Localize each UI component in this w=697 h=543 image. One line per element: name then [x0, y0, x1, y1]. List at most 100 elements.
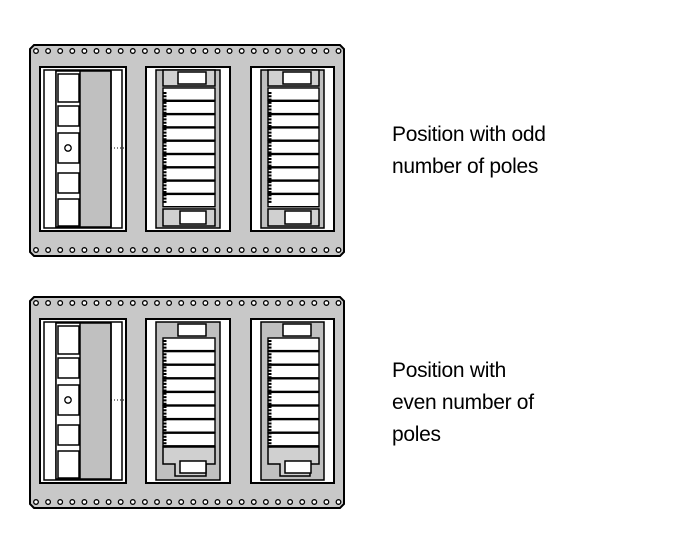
- rail-hole-top: [154, 48, 160, 54]
- interface-module: [43, 321, 128, 481]
- rail-hole-bottom: [69, 499, 76, 505]
- pole-stack: [260, 321, 325, 481]
- rail-hole-bottom: [117, 499, 124, 505]
- interface-terminal-block: [57, 424, 80, 446]
- rail-hole-bottom: [335, 247, 342, 253]
- rail-hole-top: [226, 300, 233, 306]
- rail-hole-bottom: [45, 247, 52, 253]
- rail-hole-top: [238, 48, 245, 54]
- rail-hole-top: [154, 300, 160, 306]
- rail-hole-top: [129, 300, 136, 306]
- rail-hole-bottom: [105, 499, 112, 505]
- rail-hole-top: [81, 48, 88, 54]
- rail-hole-top: [93, 48, 100, 54]
- rail-hole-top: [129, 48, 136, 54]
- rail-hole-bottom: [154, 247, 160, 253]
- rail-hole-bottom: [93, 247, 100, 253]
- rail-hole-bottom: [57, 247, 64, 253]
- pole-unit: [162, 350, 216, 365]
- panel-odd-poles: [29, 44, 345, 257]
- rail-hole-bottom: [81, 499, 88, 505]
- rail-hole-bottom: [154, 499, 160, 505]
- rail-hole-top: [250, 48, 257, 54]
- rail-hole-top: [57, 300, 64, 306]
- pole-stack: [260, 69, 325, 229]
- caption-even-line-3: poles: [392, 423, 441, 446]
- interface-screw-icon: [64, 144, 72, 152]
- caption-even-line-1: Position with: [392, 359, 506, 382]
- rail-hole-top: [335, 300, 342, 306]
- pole-unit: [162, 418, 216, 433]
- rail-hole-top: [105, 48, 112, 54]
- pole-unit: [267, 87, 320, 102]
- pole-unit: [267, 127, 320, 141]
- rail-hole-top: [166, 300, 173, 306]
- rail-hole-bottom: [190, 247, 197, 253]
- pole-stack: [155, 69, 221, 229]
- rail-hole-top: [299, 48, 306, 54]
- rail-hole-top: [166, 48, 173, 54]
- rail-hole-bottom: [323, 499, 330, 505]
- pole-unit: [267, 432, 320, 447]
- caption-odd-line-2: number of poles: [392, 155, 539, 178]
- rail-hole-bottom: [275, 499, 281, 505]
- pole-unit: [267, 337, 320, 352]
- pole-unit: [267, 167, 320, 181]
- rail-hole-bottom: [299, 247, 306, 253]
- pole-top-tab: [177, 323, 207, 337]
- rail-hole-bottom: [81, 247, 88, 253]
- pole-unit: [162, 405, 216, 420]
- rail-hole-top: [45, 300, 52, 306]
- rail-hole-top: [214, 300, 221, 306]
- rail-hole-bottom: [129, 499, 136, 505]
- rail-hole-top: [141, 300, 148, 306]
- pole-unit: [267, 405, 320, 420]
- rail-hole-top: [57, 48, 64, 54]
- interface-terminal-block: [57, 357, 80, 379]
- pole-bottom-tab: [179, 460, 207, 474]
- rail-hole-top: [117, 300, 124, 306]
- rail-hole-bottom: [287, 499, 294, 505]
- rail-hole-top: [33, 300, 39, 306]
- pole-unit: [267, 140, 320, 155]
- rail-hole-top: [238, 300, 245, 306]
- rail-hole-bottom: [33, 247, 39, 253]
- pole-unit: [267, 113, 320, 128]
- pole-unit: [162, 140, 216, 155]
- pole-unit: [267, 364, 320, 379]
- pole-bottom-tab: [284, 210, 312, 225]
- rail-hole-bottom: [250, 247, 257, 253]
- rail-hole-top: [81, 300, 88, 306]
- rail-hole-top: [287, 48, 294, 54]
- rail-hole-top: [262, 300, 269, 306]
- rail-hole-top: [323, 300, 330, 306]
- rail-hole-top: [33, 48, 39, 54]
- rail-hole-bottom: [311, 499, 318, 505]
- pole-unit: [162, 432, 216, 447]
- rail-hole-top: [93, 300, 100, 306]
- rail-hole-bottom: [166, 499, 173, 505]
- pole-bottom-tab: [284, 460, 312, 474]
- pole-unit: [162, 153, 216, 168]
- rail-hole-bottom: [287, 247, 294, 253]
- pole-unit: [267, 378, 320, 393]
- pole-unit: [162, 391, 216, 406]
- rail-hole-top: [335, 48, 342, 54]
- rail-hole-top: [275, 300, 281, 306]
- pole-unit: [162, 378, 216, 393]
- caption-even-line-2: even number of: [392, 391, 534, 414]
- rail-hole-bottom: [45, 499, 52, 505]
- rail-hole-top: [202, 300, 209, 306]
- pole-top-tab: [282, 71, 312, 85]
- pole-unit: [267, 100, 320, 115]
- pole-unit: [162, 100, 216, 115]
- rail-hole-top: [117, 48, 124, 54]
- rail-hole-bottom: [214, 247, 221, 253]
- pole-unit: [267, 180, 320, 195]
- rail-hole-top: [250, 300, 257, 306]
- rail-hole-bottom: [250, 499, 257, 505]
- rail-hole-bottom: [93, 499, 100, 505]
- caption-even-poles: Position with even number of poles: [392, 355, 534, 451]
- interface-screw-icon: [64, 396, 72, 404]
